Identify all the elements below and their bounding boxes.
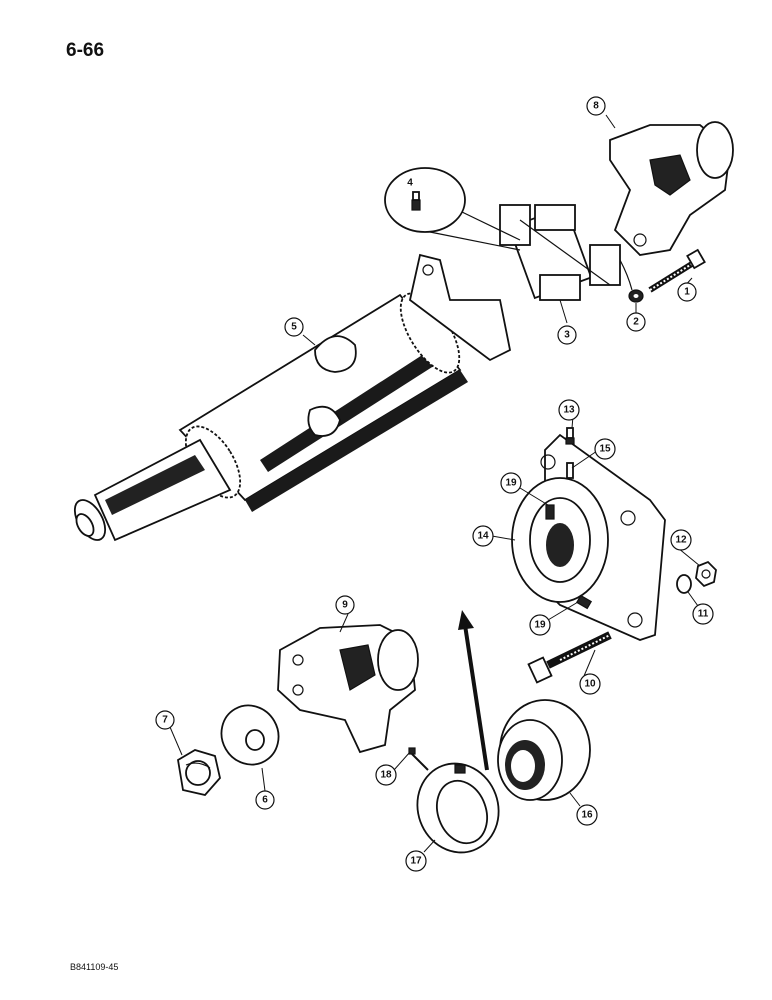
callout-1: 1 <box>677 282 697 302</box>
washer-6 <box>220 704 280 766</box>
svg-text:10: 10 <box>584 679 596 690</box>
svg-text:18: 18 <box>380 770 392 781</box>
direction-arrow <box>458 610 489 771</box>
bearing-housing <box>511 427 666 641</box>
callout-9: 9 <box>335 595 355 615</box>
svg-text:8: 8 <box>593 101 599 112</box>
svg-text:17: 17 <box>410 856 422 867</box>
washer-2 <box>619 259 644 303</box>
set-screw-18 <box>408 747 429 771</box>
svg-text:12: 12 <box>675 535 687 546</box>
svg-text:19: 19 <box>534 620 546 631</box>
bolt-1 <box>648 248 706 293</box>
svg-text:19: 19 <box>505 478 517 489</box>
callout-5: 5 <box>284 317 304 337</box>
figure-code: B841109-45 <box>70 962 119 972</box>
callout-8: 8 <box>586 96 606 116</box>
svg-text:13: 13 <box>563 405 575 416</box>
callout-11: 11 <box>692 603 714 625</box>
callout-18: 18 <box>375 764 397 786</box>
page-number: 6-66 <box>66 40 105 61</box>
nut-7 <box>177 749 221 796</box>
callout-15: 15 <box>594 438 616 460</box>
callout-16: 16 <box>576 804 598 826</box>
drive-shaft <box>73 253 512 542</box>
callout-2: 2 <box>626 312 646 332</box>
yoke-upper <box>609 121 734 256</box>
callout-3: 3 <box>557 325 577 345</box>
universal-joint-cross <box>499 204 621 301</box>
svg-text:15: 15 <box>599 444 611 455</box>
callout-10: 10 <box>579 673 601 695</box>
callout-4: 4 <box>407 178 413 189</box>
svg-text:7: 7 <box>162 715 168 726</box>
callout-14: 14 <box>472 525 494 547</box>
callout-19-upper: 19 <box>500 472 522 494</box>
callout-7: 7 <box>155 710 175 730</box>
bolt-10 <box>527 631 612 684</box>
svg-text:9: 9 <box>342 600 348 611</box>
callout-19-lower: 19 <box>529 614 551 636</box>
callout-17: 17 <box>405 850 427 872</box>
svg-text:5: 5 <box>291 322 297 333</box>
svg-text:14: 14 <box>477 531 489 542</box>
nut-12 <box>695 560 717 588</box>
locking-collar-17 <box>416 762 500 854</box>
lockwasher-11 <box>676 574 692 594</box>
svg-text:2: 2 <box>633 317 639 328</box>
yoke-lower <box>277 624 419 754</box>
svg-text:4: 4 <box>407 178 413 189</box>
svg-text:3: 3 <box>564 330 570 341</box>
svg-text:1: 1 <box>684 287 690 298</box>
bearing-16 <box>497 699 591 801</box>
svg-text:11: 11 <box>698 609 709 620</box>
callout-12: 12 <box>670 529 692 551</box>
svg-text:6: 6 <box>262 795 268 806</box>
callout-13: 13 <box>558 399 580 421</box>
grease-fitting-detail <box>384 167 521 251</box>
callout-6: 6 <box>255 790 275 810</box>
svg-text:16: 16 <box>581 810 593 821</box>
